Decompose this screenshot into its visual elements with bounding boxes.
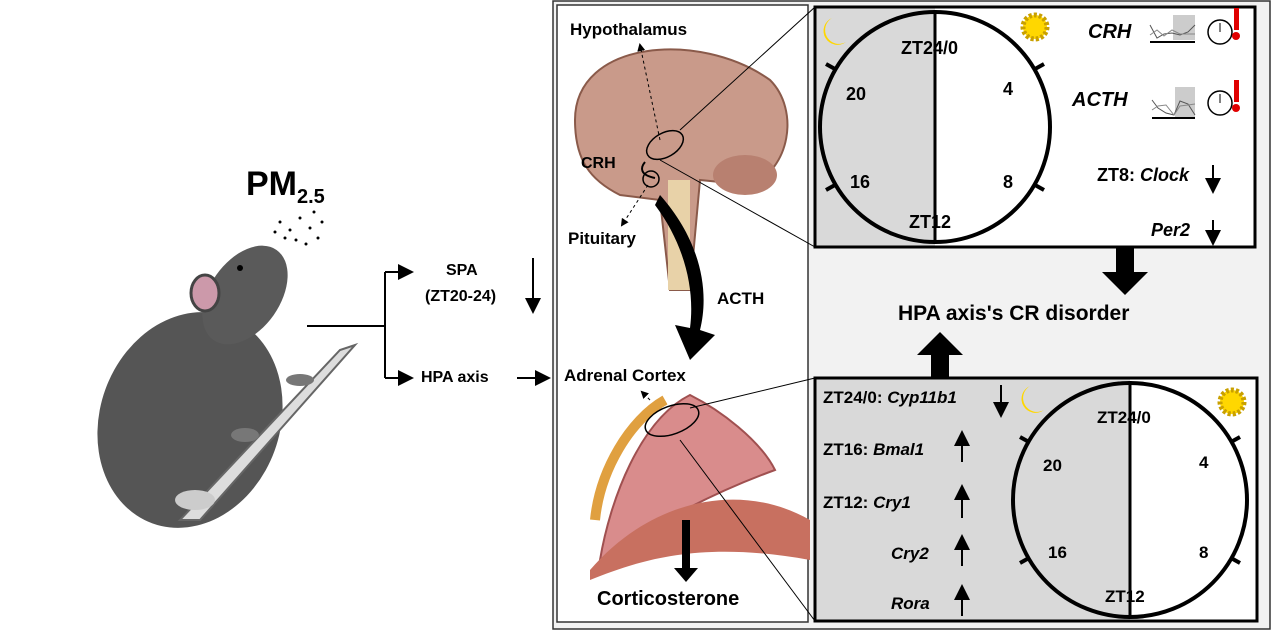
bottom-clock-20: 20 <box>1043 456 1062 475</box>
gene-cyp11b1: ZT24/0: Cyp11b1 <box>823 388 957 407</box>
per2-gene-label: Per2 <box>1151 220 1191 240</box>
sun-icon <box>1020 12 1050 42</box>
bottom-clock-4: 4 <box>1199 453 1209 472</box>
pituitary-label: Pituitary <box>568 229 637 248</box>
bottom-clock-panel <box>813 376 1259 623</box>
alert-clock-icon <box>1207 8 1240 45</box>
gene-cry2: Cry2 <box>891 544 929 563</box>
top-clock-16: 16 <box>850 172 871 192</box>
top-clock-panel <box>813 5 1257 249</box>
bottom-clock-16: 16 <box>1048 543 1067 562</box>
adrenal-cortex-label: Adrenal Cortex <box>564 366 686 385</box>
crh-label: CRH <box>581 155 616 172</box>
bottom-clock-zt12: ZT12 <box>1105 587 1145 606</box>
crh-gene-label: CRH <box>1088 21 1132 43</box>
acth-curved-arrow <box>655 195 715 360</box>
down-arrow <box>1102 248 1148 295</box>
acth-mini-chart <box>1151 87 1196 119</box>
pm-particles-icon <box>273 210 324 246</box>
hpa-axis-label: HPA axis <box>421 369 489 386</box>
top-clock-zt12: ZT12 <box>909 212 952 232</box>
result-label: HPA axis's CR disorder <box>898 302 1130 325</box>
top-clock-zt0: ZT24/0 <box>901 38 959 58</box>
corticosterone-label: Corticosterone <box>597 588 740 610</box>
bottom-clock-8: 8 <box>1199 543 1209 562</box>
gene-cry1: ZT12: Cry1 <box>823 493 911 512</box>
clock-gene-label: ZT8: Clock <box>1097 165 1190 185</box>
spa-time-label: (ZT20-24) <box>425 288 497 305</box>
bottom-clock-zt0: ZT24/0 <box>1097 408 1151 427</box>
sun-icon <box>1217 387 1247 417</box>
mouse-illustration <box>97 245 359 528</box>
alert-clock-icon <box>1207 80 1240 116</box>
top-clock-4: 4 <box>1003 79 1014 99</box>
hypothalamus-label: Hypothalamus <box>570 20 688 39</box>
top-clock-8: 8 <box>1003 172 1014 192</box>
acth-label: ACTH <box>717 289 765 308</box>
adrenal-illustration <box>590 393 810 580</box>
branch-arrows <box>307 258 551 386</box>
crh-mini-chart <box>1149 15 1196 43</box>
pm25-label: PM2.5 <box>246 165 325 208</box>
acth-gene-label: ACTH <box>1072 89 1128 111</box>
spa-label: SPA <box>446 262 478 279</box>
top-clock-20: 20 <box>846 84 867 104</box>
gene-bmal1: ZT16: Bmal1 <box>823 440 925 459</box>
gene-rora: Rora <box>891 594 930 613</box>
up-arrow <box>917 332 963 378</box>
